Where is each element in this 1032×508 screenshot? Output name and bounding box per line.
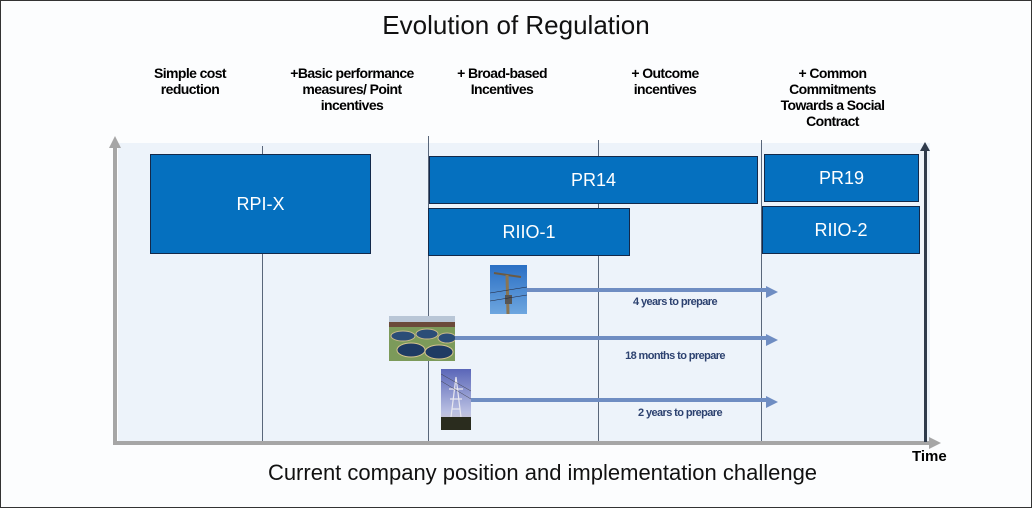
regime-label: RPI-X	[236, 193, 285, 214]
x-axis-arrow-icon	[929, 437, 941, 449]
timeline-label: 2 years to prepare	[638, 407, 723, 419]
phase-label-line: + Broad-based	[457, 65, 547, 81]
diagram-subtitle: Current company position and implementat…	[267, 460, 818, 485]
regime-box-pr19: PR19	[764, 154, 919, 202]
regime-label: PR19	[818, 167, 865, 188]
phase-label-line: incentives	[633, 81, 697, 97]
regime-label: PR14	[570, 169, 617, 190]
phase-label-line: Commitments	[789, 81, 876, 97]
phase-label-line: incentives	[320, 97, 384, 113]
timeline-arrow	[455, 336, 767, 340]
current-position-marker	[924, 150, 927, 442]
x-axis	[113, 441, 931, 445]
phase-label-line: reduction	[160, 81, 220, 97]
y-axis	[113, 147, 117, 445]
phase-label-line: Simple cost	[154, 65, 227, 81]
regime-box-pr14: PR14	[429, 156, 758, 204]
phase-label-basic-performance: +Basic performance measures/ Point incen…	[272, 65, 432, 113]
current-position-arrow-icon	[920, 142, 930, 151]
electricity-pylon-image	[441, 369, 471, 430]
phase-label-social-contract: + Common Commitments Towards a Social Co…	[765, 65, 900, 129]
telegraph-pole-image	[490, 265, 527, 314]
regime-label: RIIO-2	[814, 219, 868, 240]
diagram-title: Evolution of Regulation	[382, 10, 650, 40]
arrow-head-icon	[766, 334, 778, 346]
x-axis-label: Time	[912, 448, 947, 465]
phase-label-line: +Basic performance	[290, 65, 414, 81]
phase-label-line: + Outcome	[631, 65, 699, 81]
phase-label-line: Towards a Social	[780, 97, 885, 113]
phase-divider	[262, 146, 263, 442]
timeline-label: 4 years to prepare	[633, 296, 718, 308]
water-treatment-image	[389, 316, 455, 361]
y-axis-arrow-icon	[109, 136, 121, 148]
regime-box-riio-1: RIIO-1	[428, 208, 630, 256]
phase-label-broad-based: + Broad-based Incentives	[440, 65, 564, 97]
arrow-head-icon	[766, 286, 778, 298]
phase-label-line: Contract	[806, 113, 859, 129]
regime-label: RIIO-1	[502, 221, 556, 242]
phase-label-line: Incentives	[470, 81, 534, 97]
phase-label-line: measures/ Point	[302, 81, 402, 97]
timeline-label: 18 months to prepare	[625, 350, 725, 362]
regime-box-rpi-x: RPI-X	[150, 154, 371, 254]
phase-label-outcome: + Outcome incentives	[610, 65, 720, 97]
phase-divider	[428, 136, 429, 442]
regime-box-riio-2: RIIO-2	[762, 206, 920, 254]
phase-label-simple-cost: Simple cost reduction	[130, 65, 250, 97]
timeline-arrow	[471, 398, 767, 402]
phase-label-line: + Common	[798, 65, 868, 81]
arrow-head-icon	[766, 396, 778, 408]
timeline-arrow	[527, 288, 767, 292]
